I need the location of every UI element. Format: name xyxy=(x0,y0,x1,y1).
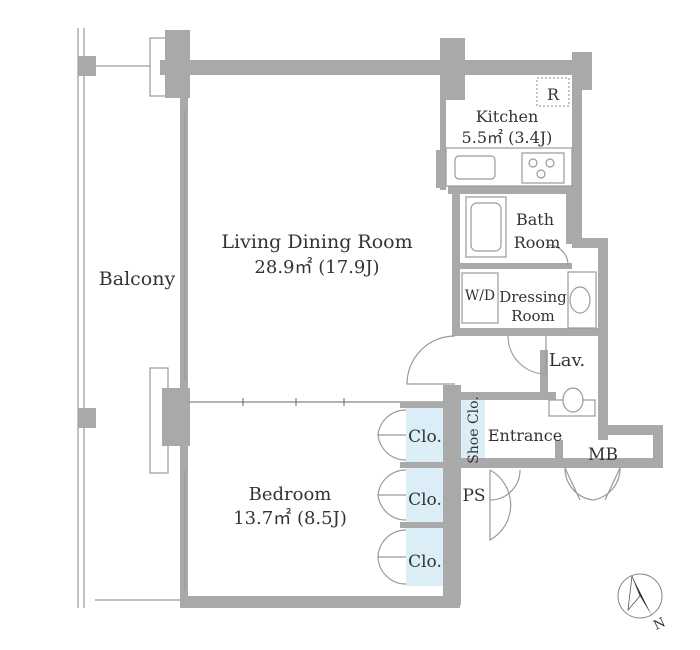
kitchen-area: 5.5㎡ (3.4J) xyxy=(462,128,553,147)
entrance-label: Entrance xyxy=(488,426,562,445)
washer-dryer-label: W/D xyxy=(465,288,495,304)
balcony-area xyxy=(77,28,180,608)
living-dining-room-area: 28.9㎡ (17.9J) xyxy=(254,256,379,278)
closet-top xyxy=(406,408,443,462)
dressing-room-label: Dressing xyxy=(499,288,567,306)
balcony-label: Balcony xyxy=(99,268,176,290)
doors xyxy=(406,244,621,542)
north-arrow-icon xyxy=(632,576,652,616)
bath-room-label: Bath xyxy=(516,210,554,229)
pipe-space-label: PS xyxy=(462,486,485,506)
shoe-closet-label: Shoe Clo. xyxy=(466,396,482,464)
closet-bottom xyxy=(406,528,443,586)
refrigerator-label: R xyxy=(547,85,560,104)
closets xyxy=(377,400,485,586)
bedroom-area: 13.7㎡ (8.5J) xyxy=(233,507,347,529)
balcony-post xyxy=(78,408,96,428)
closet-label: Clo. xyxy=(408,552,442,572)
closet-label: Clo. xyxy=(408,427,442,447)
fixtures xyxy=(436,77,597,417)
lavatory-label: Lav. xyxy=(549,350,585,371)
window-marks xyxy=(184,110,345,590)
dressing-room-label-2: Room xyxy=(511,307,555,325)
closet-label: Clo. xyxy=(408,490,442,510)
balcony-post xyxy=(78,56,96,76)
kitchen-label: Kitchen xyxy=(476,107,539,126)
shoe-closet xyxy=(461,400,485,458)
bath-room-label-2: Room xyxy=(514,233,560,252)
north-label: N xyxy=(651,615,668,633)
closet-middle xyxy=(406,468,443,522)
compass: N xyxy=(617,573,668,634)
meter-box-label: MB xyxy=(588,445,618,465)
living-dining-room-label: Living Dining Room xyxy=(221,231,412,253)
bedroom-label: Bedroom xyxy=(249,484,332,505)
walls xyxy=(160,30,663,608)
